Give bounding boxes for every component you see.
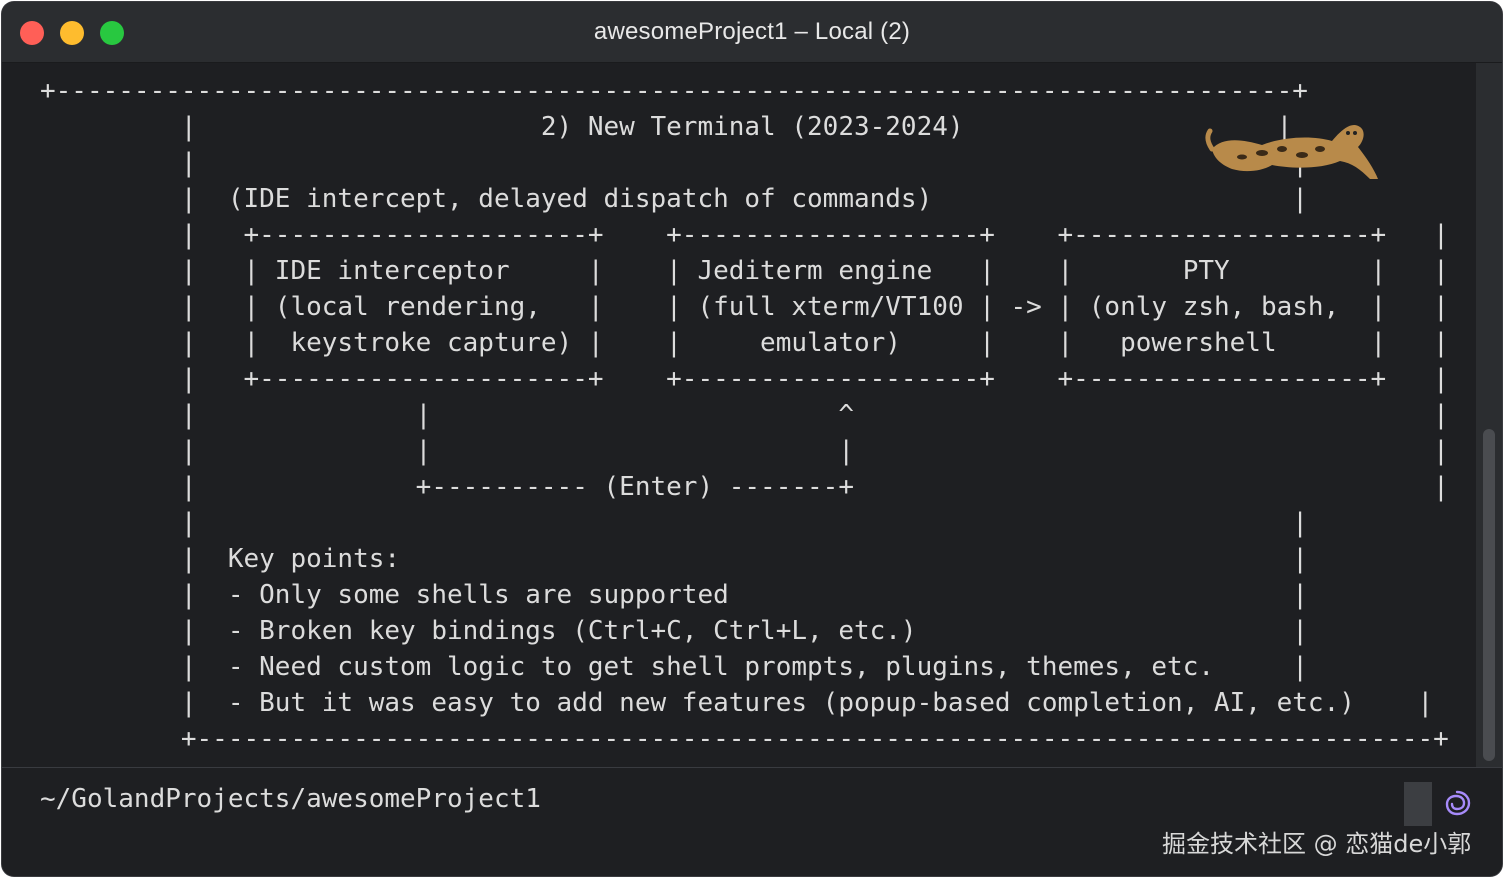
terminal-line: | | bbox=[40, 508, 1308, 538]
close-window-button[interactable] bbox=[20, 21, 44, 45]
terminal-line: | | | | bbox=[40, 436, 1449, 466]
ai-assistant-spiral-icon[interactable] bbox=[1442, 788, 1472, 818]
terminal-line: | +---------- (Enter) -------+ | bbox=[40, 472, 1449, 502]
terminal-line: | Key points: | bbox=[40, 544, 1308, 574]
terminal-line: | +---------------------+ +-------------… bbox=[40, 220, 1449, 250]
terminal-line: | - But it was easy to add new features … bbox=[40, 688, 1434, 718]
maximize-window-button[interactable] bbox=[100, 21, 124, 45]
window-title: awesomeProject1 – Local (2) bbox=[593, 18, 911, 45]
terminal-line: | | bbox=[40, 148, 1308, 178]
terminal-line: | +---------------------+ +-------------… bbox=[40, 364, 1449, 394]
terminal-line: | (IDE intercept, delayed dispatch of co… bbox=[40, 184, 1308, 214]
watermark-text: 掘金技术社区 @ 恋猫de小郭 bbox=[1162, 830, 1472, 858]
command-input-area[interactable]: ~/GolandProjects/awesomeProject1 掘金技术社区 … bbox=[2, 768, 1502, 876]
prompt-divider bbox=[2, 767, 1502, 768]
terminal-line: +---------------------------------------… bbox=[40, 76, 1308, 106]
terminal-line: | | keystroke capture) | | emulator) | |… bbox=[40, 328, 1449, 358]
terminal-line: | - Broken key bindings (Ctrl+C, Ctrl+L,… bbox=[40, 616, 1308, 646]
title-bar[interactable]: awesomeProject1 – Local (2) bbox=[2, 2, 1502, 63]
minimize-window-button[interactable] bbox=[60, 21, 84, 45]
terminal-line: | - Only some shells are supported | bbox=[40, 580, 1308, 610]
terminal-line: | | ^ | bbox=[40, 400, 1449, 430]
terminal-line: +---------------------------------------… bbox=[40, 724, 1449, 754]
terminal-line: | - Need custom logic to get shell promp… bbox=[40, 652, 1308, 682]
current-directory-prompt: ~/GolandProjects/awesomeProject1 bbox=[40, 784, 541, 814]
scrollbar-thumb[interactable] bbox=[1483, 429, 1495, 761]
terminal-output[interactable]: +---------------------------------------… bbox=[2, 63, 1476, 767]
vertical-scrollbar[interactable] bbox=[1476, 63, 1502, 767]
terminal-line: | | (local rendering, | | (full xterm/VT… bbox=[40, 292, 1449, 322]
terminal-line: | | IDE interceptor | | Jediterm engine … bbox=[40, 256, 1449, 286]
terminal-line: | 2) New Terminal (2023-2024) | bbox=[40, 112, 1293, 142]
cursor bbox=[1404, 782, 1432, 826]
cat-sticker bbox=[1205, 124, 1378, 179]
